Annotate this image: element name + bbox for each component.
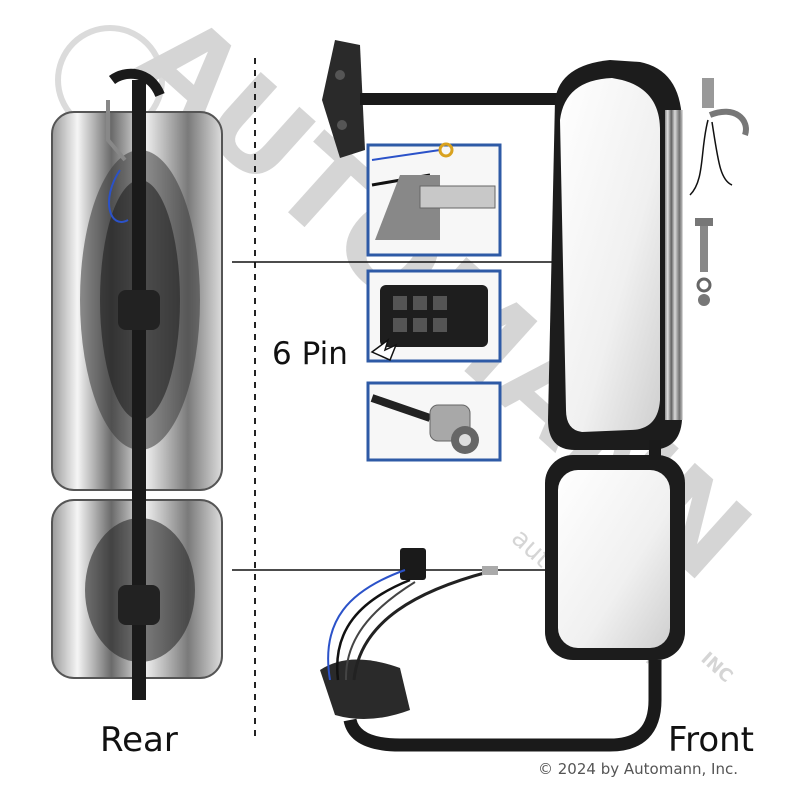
wire-harness bbox=[327, 548, 498, 681]
six-pin-label: 6 Pin bbox=[272, 336, 348, 372]
front-lower-arm bbox=[320, 440, 662, 752]
front-label: Front bbox=[668, 720, 754, 760]
detail-inset-stud bbox=[366, 142, 502, 257]
front-upper-mirror bbox=[548, 60, 683, 450]
rear-arm bbox=[106, 68, 165, 700]
mounting-hardware bbox=[695, 218, 713, 306]
detail-inset-6-pin-connector bbox=[366, 269, 502, 363]
watermark-badge: INC bbox=[697, 648, 737, 687]
front-mount-bracket bbox=[322, 40, 580, 158]
front-lower-mirror bbox=[545, 455, 685, 660]
pin-pointer-arrow bbox=[370, 338, 398, 362]
heater-connector bbox=[689, 78, 749, 196]
copyright-notice: © 2024 by Automann, Inc. bbox=[538, 760, 739, 778]
detail-inset-socket bbox=[366, 381, 502, 462]
rear-label: Rear bbox=[100, 720, 178, 760]
